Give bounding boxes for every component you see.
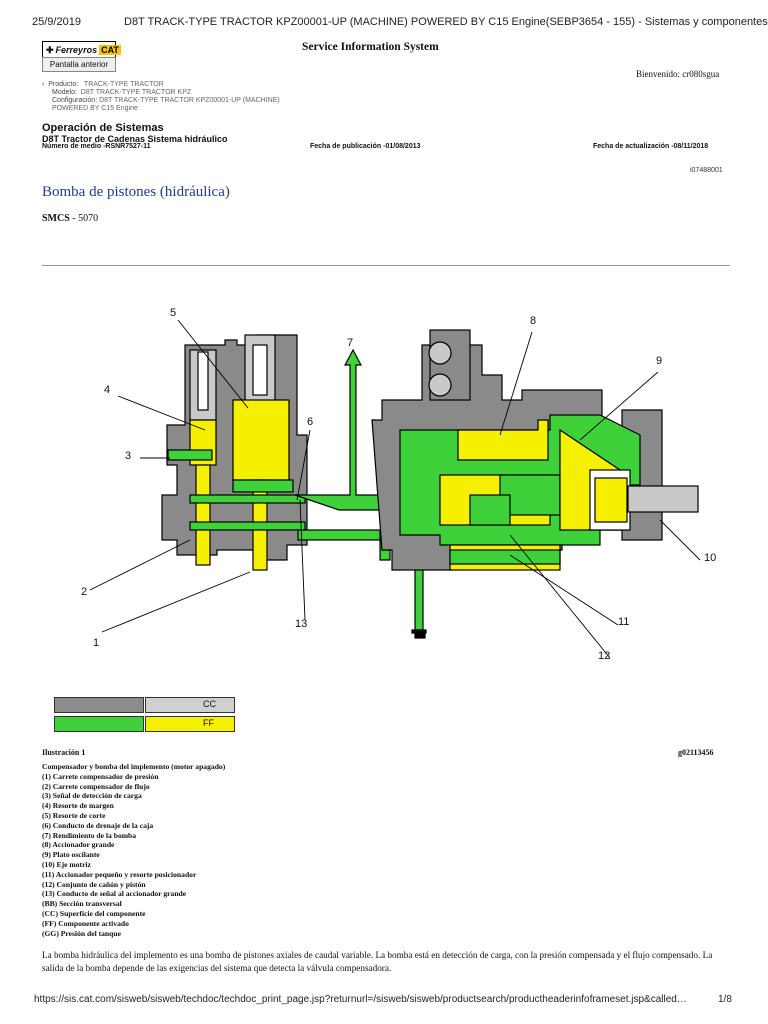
legend-swatch-bb: [54, 697, 144, 713]
producto-key: Producto:: [48, 81, 79, 88]
modelo-link[interactable]: D8T TRACK-TYPE TRACTOR KPZ: [80, 89, 192, 96]
legend-swatch-ff: [145, 716, 235, 732]
cat-logo: CAT: [99, 45, 121, 55]
callout-11: 11: [618, 616, 630, 628]
caption-line: (11) Accionador pequeño y resorte posici…: [42, 869, 197, 879]
section-title: Operación de Sistemas: [42, 122, 164, 134]
caption-list: Compensador y bomba del implemento (moto…: [42, 762, 225, 938]
media-number: Número de medio -RSNR7527-11: [42, 143, 151, 150]
logo-text: Ferreyros: [55, 45, 98, 55]
callout-7: 7: [347, 337, 354, 349]
callout-12: 12: [598, 650, 611, 662]
page-title: Bomba de pistones (hidráulica): [42, 184, 230, 200]
caption-line: (13) Conducto de señal al accionador gra…: [42, 889, 187, 899]
caption-line: (3) Señal de detección de carga: [42, 791, 142, 801]
print-title: D8T TRACK-TYPE TRACTOR KPZ00001-UP (MACH…: [124, 16, 768, 28]
page-number: 1/8: [718, 994, 732, 1005]
callout-4: 4: [104, 384, 111, 396]
doc-id: i07488001: [690, 167, 723, 174]
caption-line: (4) Resorte de margen: [42, 801, 114, 811]
plus-icon: ✚: [46, 44, 54, 55]
print-date: 25/9/2019: [32, 16, 81, 28]
breadcrumb: ‹ Producto: TRACK-TYPE TRACTOR Modelo: D…: [42, 81, 280, 113]
callout-2: 2: [81, 586, 88, 598]
engine-text: POWERED BY C15 Engine: [52, 105, 138, 112]
caption-line: (6) Conducto de drenaje de la caja: [42, 820, 154, 830]
caption-line: (8) Accionador grande: [42, 840, 115, 850]
caption-line: (2) Carrete compensador de flujo: [42, 781, 150, 791]
back-chevron-icon[interactable]: ‹: [42, 81, 45, 88]
pump-diagram: [89, 319, 701, 659]
modelo-key: Modelo:: [52, 89, 77, 96]
callout-10: 10: [704, 552, 717, 564]
footer-url: https://sis.cat.com/sisweb/sisweb/techdo…: [34, 994, 687, 1005]
section-subtitle: D8T Tractor de Cadenas Sistema hidráulic…: [42, 134, 228, 144]
caption-line: (1) Carrete compensador de presión: [42, 771, 159, 781]
caption-line: (FF) Componente activado: [42, 918, 129, 928]
smcs-code: SMCS - 5070: [42, 213, 98, 224]
welcome-text: Bienvenido: cr080sgua: [636, 69, 720, 79]
caption-line: (5) Resorte de corte: [42, 810, 106, 820]
illustration-label: Ilustración 1: [42, 748, 86, 757]
caption-line: (9) Plato oscilante: [42, 850, 100, 860]
callout-1: 1: [93, 637, 100, 649]
legend-label-ff: FF: [203, 718, 214, 728]
illustration-ref: g02113456: [678, 748, 714, 757]
config-key: Configuración:: [52, 97, 98, 104]
description-paragraph: La bomba hidráulica del implemento es un…: [42, 950, 713, 973]
caption-line: (7) Rendimiento de la bomba: [42, 830, 137, 840]
caption-line: (CC) Superficie del componente: [42, 908, 146, 918]
legend-swatch-cc: [145, 697, 235, 713]
callout-8: 8: [530, 315, 537, 327]
config-link[interactable]: D8T TRACK-TYPE TRACTOR KPZ00001-UP (MACH…: [99, 97, 280, 104]
smcs-label: SMCS: [42, 213, 70, 224]
callout-3: 3: [125, 450, 132, 462]
publication-date: Fecha de publicación -01/08/2013: [310, 143, 421, 150]
divider: [42, 265, 730, 266]
callout-6: 6: [307, 416, 314, 428]
update-date: Fecha de actualización -08/11/2018: [593, 143, 709, 150]
callout-9: 9: [656, 355, 663, 367]
back-button[interactable]: Pantalla anterior: [42, 57, 116, 72]
caption-line: (10) Eje motriz: [42, 859, 91, 869]
callout-13: 13: [295, 618, 308, 630]
caption-line: (BB) Sección transversal: [42, 899, 122, 909]
caption-line: (GG) Presión del tanque: [42, 928, 121, 938]
caption-line: Compensador y bomba del implemento (moto…: [42, 762, 226, 771]
legend-label-cc: CC: [203, 699, 216, 709]
caption-line: (12) Conjunto de cañón y pistón: [42, 879, 146, 889]
legend-swatch-gg: [54, 716, 144, 732]
sis-title: Service Information System: [302, 41, 439, 53]
callout-5: 5: [170, 307, 177, 319]
producto-link[interactable]: TRACK-TYPE TRACTOR: [83, 81, 164, 88]
smcs-value: - 5070: [69, 213, 99, 224]
